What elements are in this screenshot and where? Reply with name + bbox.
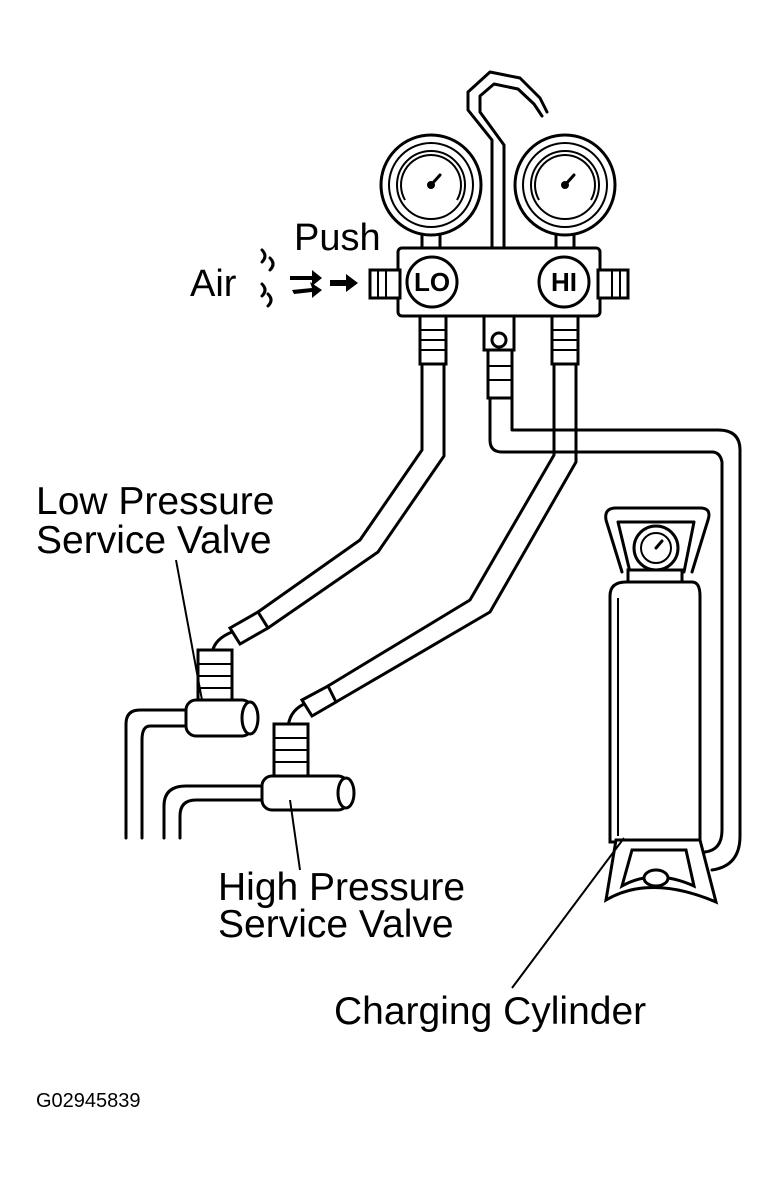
air-label: Air [190, 263, 237, 305]
low-valve-leader [175, 559, 203, 701]
low-pressure-service-valve [124, 630, 260, 840]
high-valve-label-line1: High Pressure [218, 866, 465, 909]
charging-cylinder [603, 506, 719, 905]
lo-knob [405, 255, 459, 309]
hi-label: HI [551, 267, 577, 297]
cylinder-leader [511, 837, 625, 989]
high-pressure-hose [299, 362, 578, 719]
air-flow-arrows-icon [260, 248, 358, 308]
manifold-body: LO HI [368, 246, 630, 318]
manifold-hose-connectors [418, 314, 580, 400]
charging-cylinder-label: Charging Cylinder [334, 990, 646, 1033]
low-valve-label-line1: Low Pressure [36, 480, 274, 523]
figure-code: G02945839 [36, 1090, 141, 1112]
manifold-hanger-hook [466, 70, 549, 254]
charging-hose [488, 396, 742, 872]
hi-knob [537, 255, 591, 309]
low-side-gauge [379, 133, 483, 256]
low-valve-label-line2: Service Valve [36, 519, 272, 562]
high-side-gauge [513, 133, 617, 256]
push-label: Push [294, 217, 381, 259]
lo-label: LO [414, 267, 450, 297]
low-pressure-hose [227, 362, 446, 647]
high-valve-leader [289, 799, 301, 871]
leader-lines [175, 559, 625, 989]
high-pressure-service-valve [162, 702, 356, 840]
high-valve-label-line2: Service Valve [218, 903, 454, 946]
